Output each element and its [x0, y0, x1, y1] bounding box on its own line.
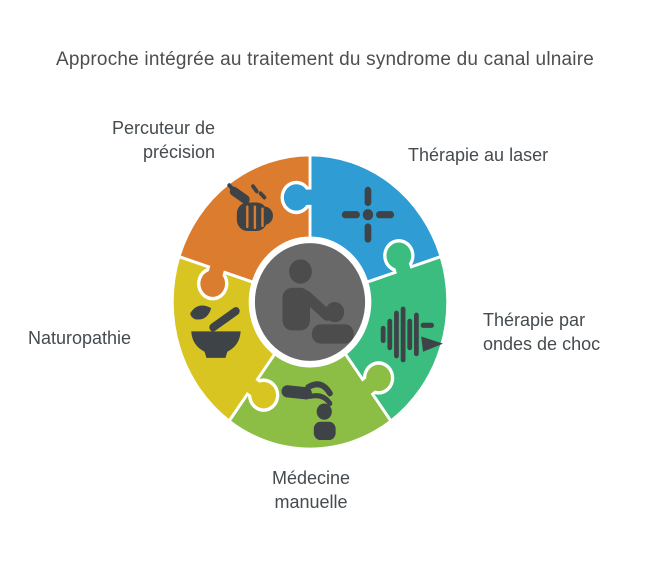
puzzle-knob-manual — [352, 361, 395, 402]
puzzle-wheel — [170, 153, 450, 451]
puzzle-knob-laser — [280, 180, 328, 215]
patient-body — [311, 324, 354, 344]
vibration-tick — [258, 191, 267, 200]
patient-body — [313, 421, 336, 441]
mortar-bowl — [191, 331, 241, 358]
label-medecine-manuelle: Médecine manuelle — [271, 468, 351, 512]
fist-thumb — [255, 206, 273, 225]
therapist-arm — [300, 290, 333, 321]
manual-therapy-icon — [281, 381, 336, 441]
laser-target-icon — [341, 186, 395, 243]
patient-head — [316, 403, 332, 420]
label-naturopathie: Naturopathie — [28, 328, 132, 348]
knob — [251, 381, 276, 409]
knob — [283, 184, 309, 211]
label-therapie-par-ondes-de-choc: Thérapie par ondes de choc — [483, 310, 601, 354]
massage-therapy-icon — [282, 259, 354, 344]
knob — [200, 270, 226, 297]
knob — [386, 242, 412, 269]
vibration-tick — [251, 184, 259, 194]
gun-handle — [227, 183, 236, 193]
gun-head — [229, 186, 250, 205]
hand-palm — [281, 385, 312, 400]
puzzle-knob-shockwave — [383, 238, 415, 288]
pestle — [209, 307, 240, 332]
massage-gun-icon — [227, 183, 273, 231]
label-percuteur-de-precision: Percuteur de précision — [111, 118, 215, 162]
segment-manual — [227, 352, 393, 451]
fist-finger-grooves — [246, 205, 264, 230]
puzzle-knob-naturopathy — [236, 372, 280, 412]
wave-cone — [421, 336, 443, 352]
patient-head — [325, 302, 345, 323]
page-title: Approche intégrée au traitement du syndr… — [56, 49, 594, 70]
mortar-pestle-icon — [190, 305, 241, 358]
knob — [366, 364, 391, 392]
crosshair-dot — [362, 209, 374, 221]
shockwave-icon — [380, 306, 443, 363]
leaf — [190, 305, 212, 320]
hand-finger — [305, 381, 333, 397]
hand-finger — [307, 393, 333, 407]
therapist-head — [289, 259, 312, 284]
label-therapie-au-laser: Thérapie au laser — [408, 145, 549, 165]
puzzle-knob-percussion — [197, 251, 229, 301]
